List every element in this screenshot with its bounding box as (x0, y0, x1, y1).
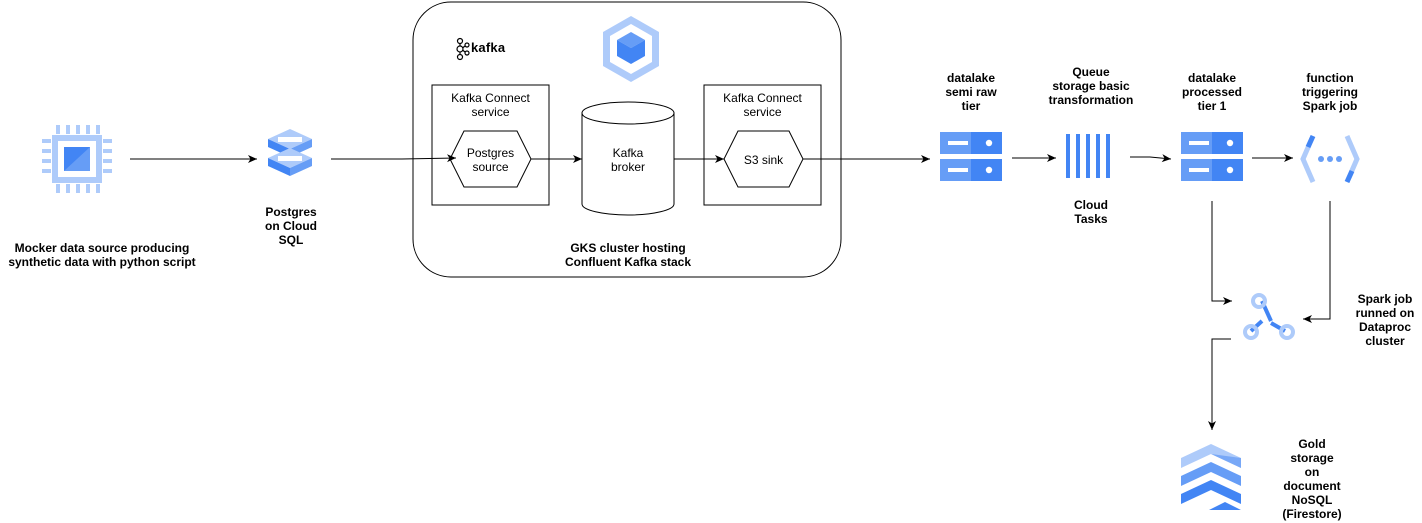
firestore-label: Gold storage on document NoSQL (Firestor… (1282, 437, 1342, 521)
cloud-functions-icon (1300, 134, 1360, 184)
connect-source-title: Kafka Connect service (451, 91, 530, 119)
dataproc-label: Spark job runned on Dataproc cluster (1355, 292, 1415, 348)
mock-source-label: Mocker data source producing synthetic d… (8, 241, 196, 269)
arrow-tasks-to-processed (1130, 154, 1172, 163)
cloud-storage-icon (940, 132, 1002, 181)
arrow-function-to-dataproc (1303, 201, 1331, 323)
cloud-function-label: function triggering Spark job (1302, 71, 1358, 113)
cloud-sql-icon (268, 129, 312, 176)
cloud-tasks-bottom-label: Cloud Tasks (1074, 198, 1108, 226)
kafka-logo-text: kafka (471, 40, 506, 55)
arrow-sql-to-connect (331, 154, 457, 163)
firestore-icon (1181, 444, 1241, 510)
postgres-source-label: Postgres source (466, 146, 515, 174)
s3-sink-label: S3 sink (743, 153, 784, 167)
gke-cluster-label: GKS cluster hosting Confluent Kafka stac… (564, 241, 692, 269)
kafka-broker-cylinder (581, 101, 675, 216)
cloud-tasks-icon (1066, 134, 1110, 178)
kafka-logo-icon (456, 37, 470, 61)
cloud-storage-icon (1181, 132, 1243, 181)
kubernetes-engine-icon (603, 16, 659, 82)
datalake-processed-label: datalake processed tier 1 (1181, 71, 1243, 113)
connect-sink-title: Kafka Connect service (723, 91, 802, 119)
datalake-raw-label: datalake semi raw tier (945, 71, 997, 113)
cloud-sql-label: Postgres on Cloud SQL (265, 205, 317, 247)
compute-engine-chip-icon (42, 125, 112, 193)
kafka-broker-label: Kafka broker (610, 146, 645, 174)
arrow-processed-to-dataproc (1211, 201, 1232, 305)
dataproc-icon (1243, 293, 1295, 340)
arrow-dataproc-to-firestore (1208, 338, 1231, 430)
cloud-tasks-top-label: Queue storage basic transformation (1048, 65, 1134, 107)
